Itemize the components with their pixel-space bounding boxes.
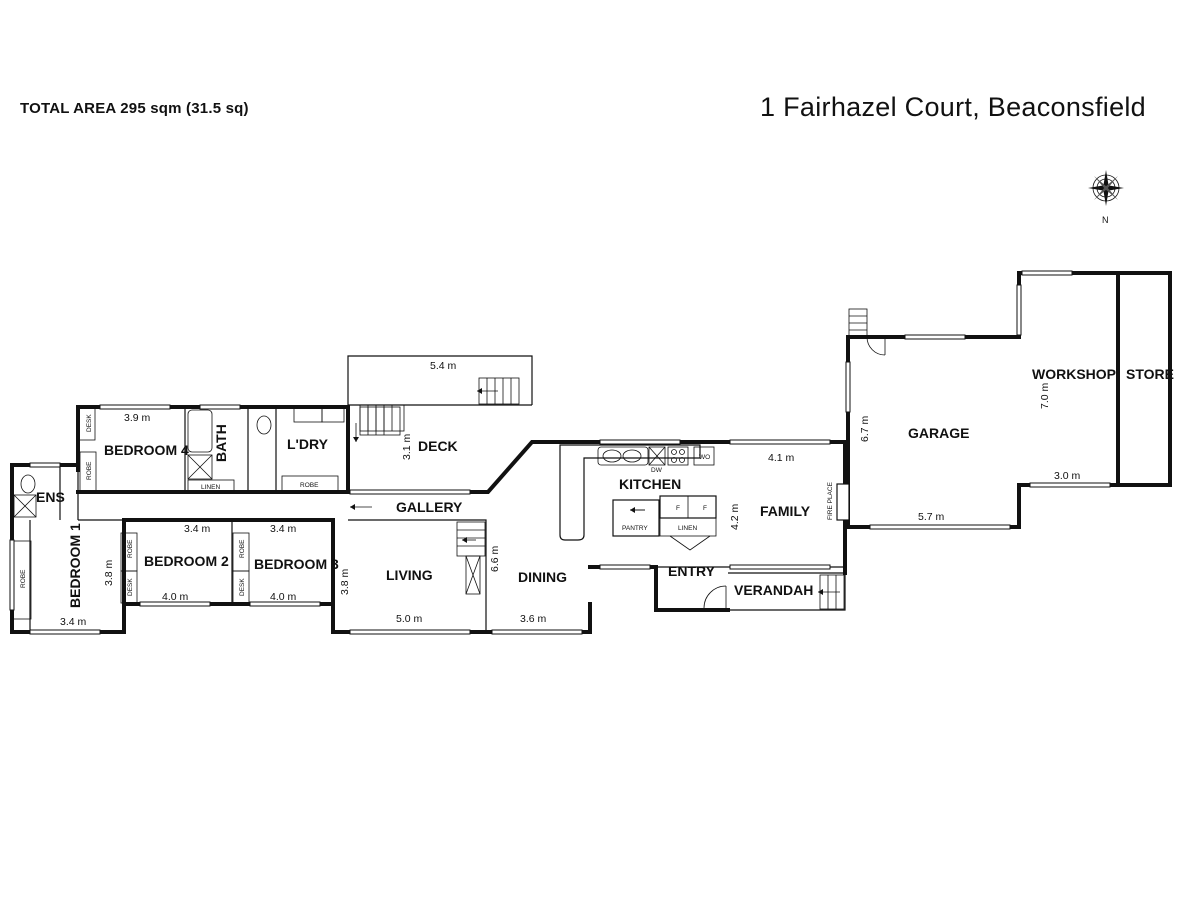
dim-bedroom3-top: 3.4 m [270, 523, 297, 535]
label-robe-bedroom2: ROBE [127, 539, 134, 558]
label-wall-oven: WO [699, 454, 710, 461]
label-linen-kitchen: LINEN [678, 525, 697, 532]
room-label-bath: BATH [213, 424, 229, 462]
dim-bedroom3-width: 4.0 m [270, 591, 297, 603]
dim-dining-width: 3.6 m [520, 613, 547, 625]
stair-arrows [350, 423, 645, 543]
property-address: 1 Fairhazel Court, Beaconsfield [760, 92, 1146, 122]
room-label-deck: DECK [418, 438, 458, 454]
label-fridge-left: F [676, 505, 680, 512]
interior-walls [12, 406, 486, 632]
garage-walls [836, 270, 1172, 530]
dim-living-height: 3.8 m [339, 568, 351, 595]
verandah [656, 572, 846, 611]
label-desk-bedroom2: DESK [127, 578, 134, 596]
label-fridge-right: F [703, 505, 707, 512]
dim-kitchen-height: 4.2 m [729, 503, 741, 530]
dim-workshop-width: 3.0 m [1054, 470, 1081, 482]
label-desk-bedroom4: DESK [86, 414, 93, 432]
label-desk-bedroom3: DESK [239, 578, 246, 596]
dim-deck-width: 5.4 m [430, 360, 457, 372]
dim-workshop-height: 7.0 m [1039, 382, 1051, 409]
room-label-family: FAMILY [760, 503, 811, 519]
dim-living-width: 5.0 m [396, 613, 423, 625]
label-pantry: PANTRY [622, 525, 648, 532]
room-label-bedroom2: BEDROOM 2 [144, 553, 229, 569]
dim-dining-height: 6.6 m [489, 545, 501, 572]
label-fireplace: FIRE PLACE [827, 481, 834, 520]
label-robe-bedroom3: ROBE [239, 539, 246, 558]
dim-bedroom1-height: 3.8 m [103, 559, 115, 586]
dim-garage-height: 6.7 m [859, 415, 871, 442]
dim-family-width: 4.1 m [768, 452, 795, 464]
dim-bedroom2-top: 3.4 m [184, 523, 211, 535]
room-label-entry: ENTRY [668, 563, 716, 579]
room-label-dining: DINING [518, 569, 567, 585]
room-label-kitchen: KITCHEN [619, 476, 681, 492]
total-area-label: TOTAL AREA 295 sqm (31.5 sq) [20, 100, 249, 117]
room-label-living: LIVING [386, 567, 433, 583]
compass-rose-icon [1088, 170, 1124, 206]
windows [9, 404, 831, 635]
label-robe-bedroom4: ROBE [86, 461, 93, 480]
label-robe-ldry: ROBE [300, 482, 319, 489]
room-label-bedroom1: BEDROOM 1 [67, 523, 83, 608]
kitchen-fittings [559, 444, 717, 551]
room-label-bedroom4: BEDROOM 4 [104, 442, 189, 458]
room-label-ldry: L'DRY [287, 436, 329, 452]
room-label-garage: GARAGE [908, 425, 969, 441]
dim-bedroom1-width: 3.4 m [60, 616, 87, 628]
room-label-gallery: GALLERY [396, 499, 463, 515]
room-label-ens: ENS [36, 489, 65, 505]
dim-deck-height: 3.1 m [401, 433, 413, 460]
room-label-bedroom3: BEDROOM 3 [254, 556, 339, 572]
dim-garage-width: 5.7 m [918, 511, 945, 523]
label-dishwasher: DW [651, 467, 663, 474]
label-linen-bath: LINEN [201, 484, 220, 491]
compass-north-label: N [1102, 215, 1109, 225]
room-label-workshop: WORKSHOP [1032, 366, 1116, 382]
room-label-store: STORE [1126, 366, 1174, 382]
room-label-verandah: VERANDAH [734, 582, 813, 598]
dim-bedroom2-width: 4.0 m [162, 591, 189, 603]
dim-bedroom4-width: 3.9 m [124, 412, 151, 424]
label-robe-bedroom1: ROBE [20, 569, 27, 588]
